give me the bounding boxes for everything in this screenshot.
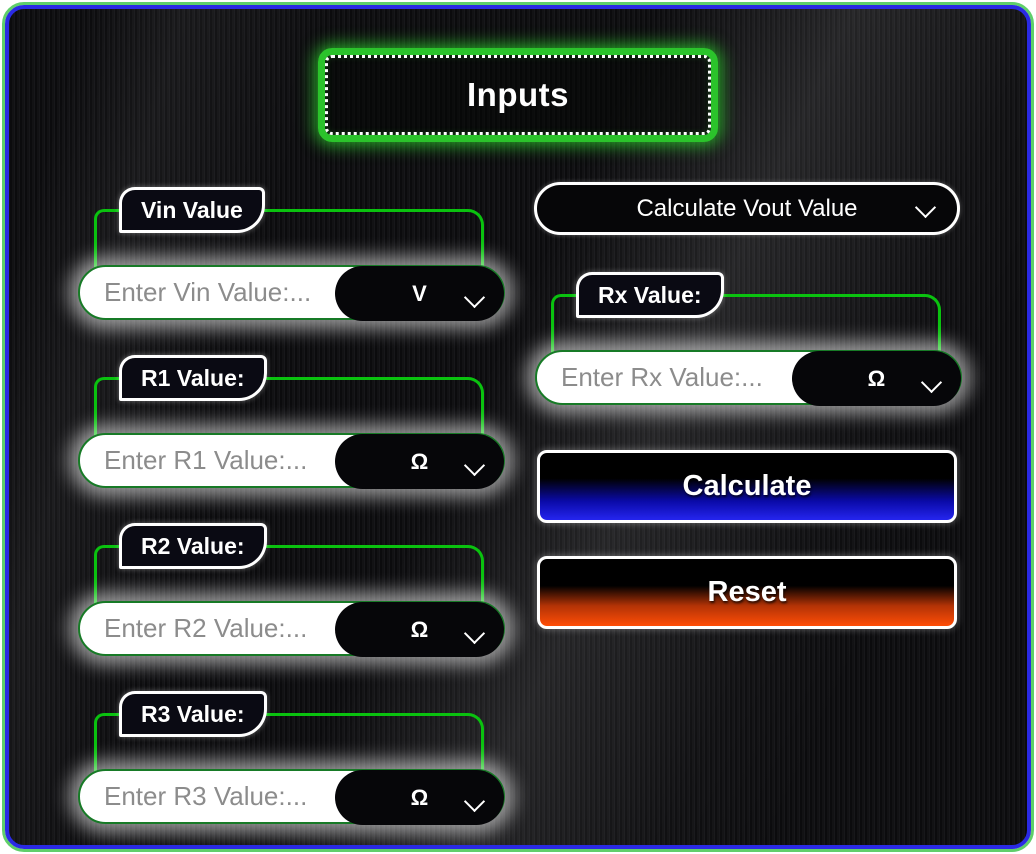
vin-label-box: Vin Value [119,187,265,233]
chevron-down-icon [463,454,486,477]
app-background: Inputs Vin Value V R1 Value: [5,5,1031,849]
wire-decoration [94,377,484,436]
r2-input-pill: Ω [78,601,505,657]
field-group-r2: R2 Value: Ω [78,523,505,657]
wire-decoration [94,209,484,268]
field-group-r3: R3 Value: Ω [78,691,505,825]
r2-unit-select[interactable]: Ω [335,602,504,657]
chevron-down-icon [463,622,486,645]
r3-unit-select[interactable]: Ω [335,770,504,825]
wire-decoration [94,545,484,604]
wire-decoration [94,713,484,772]
r1-unit-value: Ω [410,448,429,474]
chevron-down-icon [914,196,937,219]
r2-label: R2 Value: [141,532,245,559]
field-group-vin: Vin Value V [78,187,505,321]
rx-input-pill: Ω [535,350,962,406]
rx-label-box: Rx Value: [576,272,724,318]
r3-input-pill: Ω [78,769,505,825]
r1-label: R1 Value: [141,364,245,391]
r2-unit-value: Ω [410,616,429,642]
field-group-r1: R1 Value: Ω [78,355,505,489]
r1-unit-select[interactable]: Ω [335,434,504,489]
inputs-title-box: Inputs [318,48,718,142]
r3-label-box: R3 Value: [119,691,267,737]
rx-unit-value: Ω [867,365,886,391]
r3-label: R3 Value: [141,700,245,727]
reset-button[interactable]: Reset [537,556,957,629]
page-title: Inputs [467,76,569,113]
vin-input-pill: V [78,265,505,321]
r1-input-pill: Ω [78,433,505,489]
rx-unit-select[interactable]: Ω [792,351,961,406]
chevron-down-icon [463,790,486,813]
calculate-button-label: Calculate [682,470,812,502]
chevron-down-icon [920,371,943,394]
calculation-mode-value: Calculate Vout Value [636,194,858,222]
r3-unit-value: Ω [410,784,429,810]
calculate-button[interactable]: Calculate [537,450,957,523]
calculation-mode-select[interactable]: Calculate Vout Value [534,182,960,235]
vin-label: Vin Value [141,196,243,223]
rx-label: Rx Value: [598,281,702,308]
r1-label-box: R1 Value: [119,355,267,401]
vin-unit-value: V [412,280,427,306]
r2-label-box: R2 Value: [119,523,267,569]
reset-button-label: Reset [707,576,787,608]
inputs-title-dotted-border: Inputs [325,55,711,135]
vin-unit-select[interactable]: V [335,266,504,321]
field-group-rx: Rx Value: Ω [535,272,962,406]
chevron-down-icon [463,286,486,309]
wire-decoration [551,294,941,353]
